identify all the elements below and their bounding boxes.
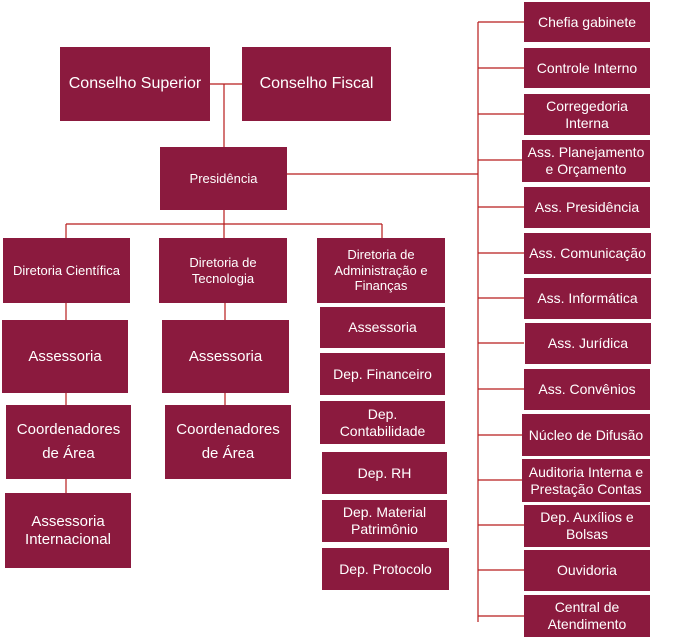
staff-chefia-gabinete-box: Chefia gabinete — [524, 2, 650, 42]
staff-central-atendimento-box: Central de Atendimento — [524, 595, 650, 637]
cientifica-assessoria-box: Assessoria — [2, 320, 128, 393]
cientifica-coordenadores-box: Coordenadores de Área — [6, 405, 131, 479]
dep-financeiro-box: Dep. Financeiro — [320, 353, 445, 395]
cientifica-assessoria-internacional-box: Assessoria Internacional — [5, 493, 131, 568]
staff-planejamento-box: Ass. Planejamento e Orçamento — [522, 140, 650, 182]
staff-ass-juridica-box: Ass. Jurídica — [525, 323, 651, 364]
presidencia-box: Presidência — [160, 147, 287, 210]
staff-controle-interno-box: Controle Interno — [524, 48, 650, 88]
conselho-superior-box: Conselho Superior — [60, 47, 210, 121]
adm-assessoria-box: Assessoria — [320, 307, 445, 348]
staff-auditoria-box: Auditoria Interna e Prestação Contas — [522, 459, 650, 502]
diretoria-cientifica-box: Diretoria Científica — [3, 238, 130, 303]
tecnologia-coordenadores-box: Coordenadores de Área — [165, 405, 291, 479]
staff-ass-presidencia-box: Ass. Presidência — [524, 187, 650, 228]
conselho-fiscal-box: Conselho Fiscal — [242, 47, 391, 121]
staff-ass-informatica-box: Ass. Informática — [524, 278, 651, 319]
staff-ass-convenios-box: Ass. Convênios — [524, 369, 650, 410]
dep-material-patrimonio-box: Dep. Material Patrimônio — [322, 500, 447, 542]
staff-corregedoria-box: Corregedoria Interna — [524, 94, 650, 135]
dep-rh-box: Dep. RH — [322, 452, 447, 494]
staff-ass-comunicacao-box: Ass. Comunicação — [524, 233, 651, 274]
staff-ouvidoria-box: Ouvidoria — [524, 550, 650, 591]
staff-nucleo-difusao-box: Núcleo de Difusão — [522, 414, 650, 456]
dep-protocolo-box: Dep. Protocolo — [322, 548, 449, 590]
dep-contabilidade-box: Dep. Contabilidade — [320, 401, 445, 444]
diretoria-tecnologia-box: Diretoria de Tecnologia — [159, 238, 287, 303]
diretoria-administracao-box: Diretoria de Administração e Finanças — [317, 238, 445, 303]
tecnologia-assessoria-box: Assessoria — [162, 320, 289, 393]
staff-auxilios-bolsas-box: Dep. Auxílios e Bolsas — [524, 505, 650, 547]
